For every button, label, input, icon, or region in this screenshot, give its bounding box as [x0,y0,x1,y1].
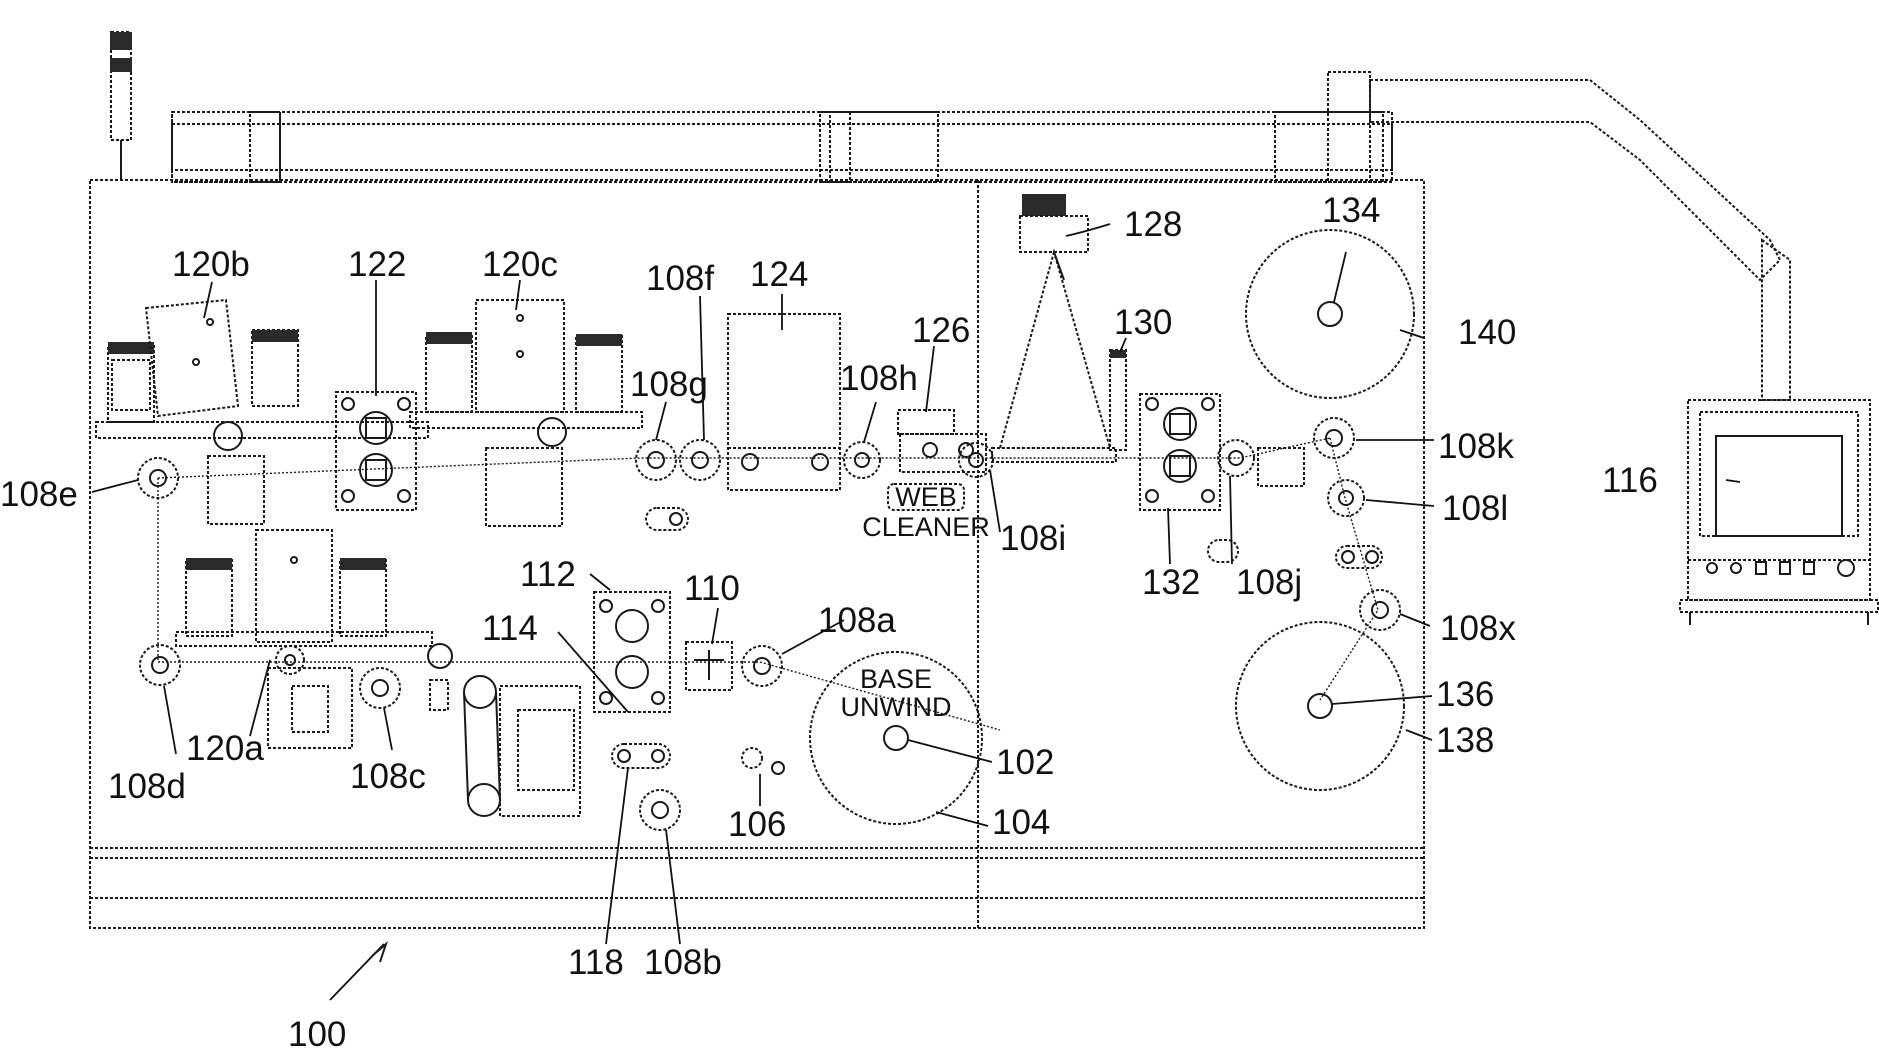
label-132: 132 [1142,563,1200,602]
base-unwind-line1: BASE [860,664,932,694]
roller-106 [742,748,784,774]
label-130: 130 [1114,303,1172,342]
web-cleaner-text: WEB CLEANER [862,482,990,542]
label-120c: 120c [482,245,558,284]
roller-108d [140,645,180,685]
roller-108g [636,440,676,480]
roller-108c [360,668,400,708]
roller-108k [1314,418,1354,458]
label-102: 102 [996,743,1054,782]
top-gantry-frame [172,112,1392,182]
label-124: 124 [750,255,808,294]
label-108h: 108h [840,359,918,398]
reference-labels: 120b 122 120c 108f 124 108g 108h 126 128… [0,191,1658,1052]
roller-108l [1328,480,1364,516]
label-136: 136 [1436,675,1494,714]
label-128: 128 [1124,205,1182,244]
label-108k: 108k [1438,427,1514,466]
roller-108h [844,442,880,478]
label-100: 100 [288,1015,346,1052]
label-120a: 120a [186,729,264,768]
dryer-124 [728,314,840,490]
die-station-132 [1140,394,1304,510]
roller-108f [680,440,720,480]
label-106: 106 [728,805,786,844]
label-134: 134 [1322,191,1380,230]
dancer-118 [612,744,670,768]
label-108a: 108a [818,601,896,640]
label-126: 126 [912,311,970,350]
label-122: 122 [348,245,406,284]
die-station-122 [336,392,416,510]
label-108x: 108x [1440,609,1516,648]
post-130 [1110,350,1126,450]
web-cleaner-line2: CLEANER [862,512,990,542]
web-cleaner-line1: WEB [895,482,957,512]
roller-120a-roll [276,646,304,674]
laminator-assembly [430,676,580,816]
label-108b: 108b [644,943,722,982]
laser-unit-128 [992,194,1116,462]
label-120b: 120b [172,245,250,284]
label-108e: 108e [0,475,78,514]
label-140: 140 [1458,313,1516,352]
lower-die-station-112 [594,592,670,712]
label-108i: 108i [1000,519,1066,558]
label-112: 112 [520,555,576,594]
dancer-108g-idler [646,508,688,530]
control-arm [1328,72,1790,400]
control-panel-116 [1680,400,1878,625]
label-104: 104 [992,803,1050,842]
signal-tower-icon [110,32,132,180]
base-unwind-text: BASE UNWIND [841,664,952,722]
base-unwind-line2: UNWIND [841,692,952,722]
rollers [138,418,1400,830]
roller-108x [1360,590,1400,630]
label-108f: 108f [646,259,714,298]
dancer-108x-idler [1336,546,1382,568]
label-108c: 108c [350,757,426,796]
label-114: 114 [482,609,538,648]
label-108g: 108g [630,365,708,404]
roller-108b [640,790,680,830]
unit-110 [686,642,732,690]
roll-138 [1236,622,1404,790]
print-station-120c [410,300,642,526]
print-station-120a [176,530,452,748]
label-110: 110 [684,569,740,608]
label-108j: 108j [1236,563,1302,602]
roll-140 [1246,230,1414,398]
dancer-132-idler [1208,540,1238,562]
label-108l: 108l [1442,489,1508,528]
label-108d: 108d [108,767,186,806]
label-116: 116 [1602,461,1658,500]
label-138: 138 [1436,721,1494,760]
label-118: 118 [568,943,624,982]
